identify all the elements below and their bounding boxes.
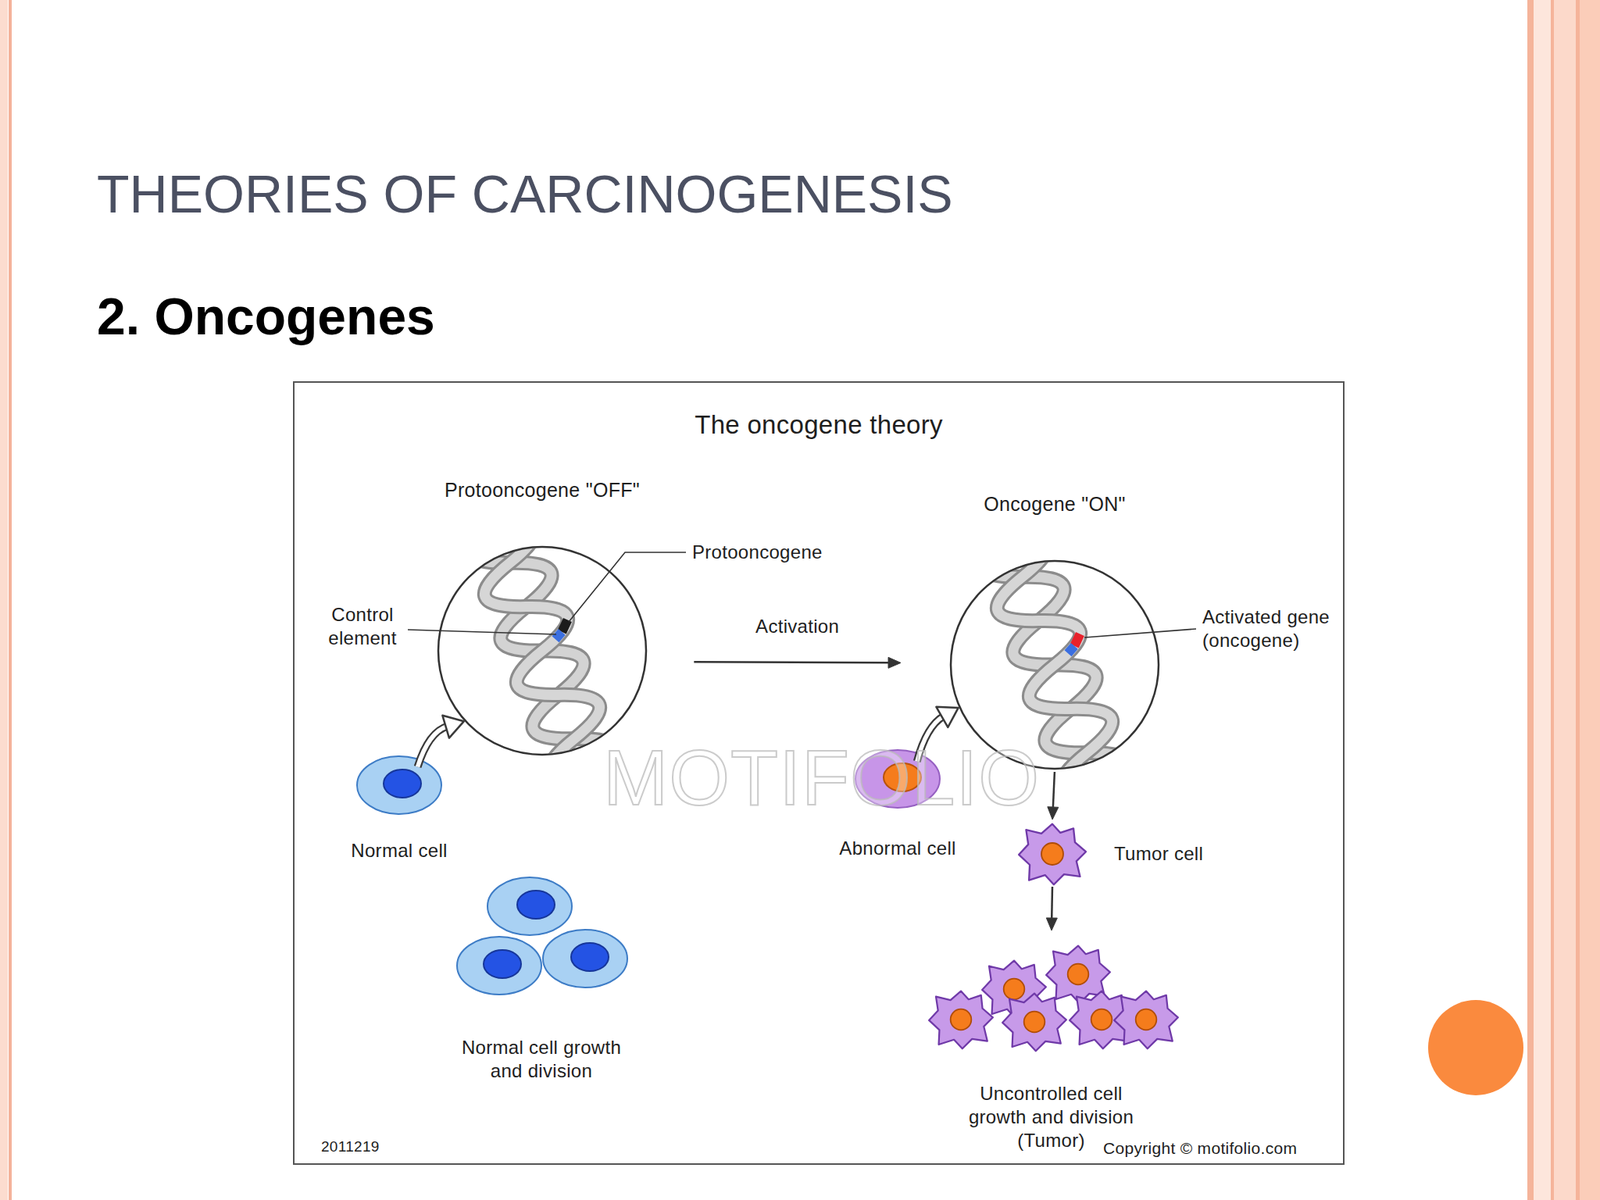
cell-nucleus <box>383 769 422 798</box>
border-band <box>1533 0 1551 1200</box>
part-name: Protooncogene <box>692 540 823 565</box>
tumor-mass: Uncontrolled cell growth and division (T… <box>925 950 1178 1054</box>
tumor-cell <box>1018 824 1086 885</box>
callout-shaft <box>417 726 448 768</box>
cell-membrane <box>855 750 940 808</box>
border-line <box>1575 0 1580 1200</box>
figure-frame: The oncogene theoryProtooncogene "OFF" On… <box>292 381 1345 1165</box>
slide-title: THEORIES OF CARCINOGENESIS <box>96 167 954 221</box>
normal-cell-group: Normal cell growth and division <box>453 875 629 997</box>
arrow-line <box>693 661 890 663</box>
cell-membrane <box>487 877 572 936</box>
part-name: Activated gene (oncogene) <box>1202 605 1337 653</box>
dna-helix <box>957 476 1153 854</box>
zoom-circle <box>949 559 1161 771</box>
cell-nucleus <box>571 942 609 972</box>
part-name: Control element <box>323 603 402 650</box>
helix-strand-outline <box>957 476 1153 854</box>
helix-strand-outline <box>445 462 640 840</box>
cell-nucleus <box>483 950 522 979</box>
control-element-segment <box>553 632 564 640</box>
callout-shaft <box>917 716 944 762</box>
helix-strand <box>445 462 640 840</box>
cell-label: Abnormal cell <box>839 836 956 861</box>
arrow-head <box>888 657 901 668</box>
cell-nucleus <box>517 890 555 919</box>
zoom-circle: Protooncogene "OFF" <box>436 545 648 757</box>
border-line <box>1550 0 1554 1200</box>
arrow-head <box>442 715 464 739</box>
cell-membrane <box>457 936 542 995</box>
callout-shaft-outline <box>417 726 448 768</box>
abnormal-cell: Abnormal cell <box>853 748 942 810</box>
dna-helix <box>445 462 640 840</box>
gene-segment <box>558 620 571 633</box>
normal-cells-drawing <box>453 875 629 997</box>
border-line <box>1527 0 1534 1200</box>
arrow-head <box>1047 807 1059 820</box>
normal-cell-drawing <box>355 754 443 816</box>
cell-membrane <box>542 929 628 988</box>
tumor-cell <box>1002 993 1067 1052</box>
abnormal-cell-drawing <box>853 748 942 810</box>
arrow-head <box>935 707 958 728</box>
circle-outline <box>438 546 647 755</box>
helix-strand-outline <box>957 476 1153 854</box>
flow-arrow <box>1046 886 1058 931</box>
callout-arrow <box>917 707 959 762</box>
callout-arrow <box>417 715 465 768</box>
gene-segment <box>1071 634 1083 647</box>
cell-nucleus <box>883 763 922 792</box>
connector-layer <box>294 382 1343 1164</box>
cell-label: Normal cell growth and division <box>443 1035 640 1083</box>
helix-strand <box>957 476 1153 854</box>
helix-strand <box>957 476 1153 854</box>
tumor-cell <box>928 991 993 1050</box>
zoom-circle: Oncogene "ON" <box>949 559 1161 771</box>
border-band <box>1553 0 1576 1200</box>
helix-strand-outline <box>445 462 640 840</box>
cell-label: Tumor cell <box>1114 842 1204 866</box>
border-band <box>0 0 8 1200</box>
border-band <box>1579 0 1600 1200</box>
circle-outline <box>950 560 1159 769</box>
arrow-head <box>1046 917 1058 931</box>
circle-heading: Oncogene "ON" <box>983 492 1125 517</box>
arrow-line <box>1050 886 1054 920</box>
arrow-line <box>1053 771 1055 809</box>
helix-strand <box>445 462 640 840</box>
cell-label: Normal cell <box>350 839 447 863</box>
tumor-cell: Tumor cell <box>1015 821 1090 887</box>
edge-label: Activation <box>755 614 840 639</box>
figure-title: The oncogene theory <box>294 408 1343 441</box>
tumor-cell-drawing <box>1015 821 1090 887</box>
circle-heading: Protooncogene "OFF" <box>444 478 640 503</box>
border-line <box>8 0 12 1200</box>
orange-dot <box>1428 1000 1524 1096</box>
normal-cell: Normal cell <box>355 754 443 816</box>
flow-arrow <box>1047 771 1059 820</box>
tumor-cell <box>1114 991 1179 1050</box>
control-element-segment <box>1066 646 1076 654</box>
flow-arrow <box>693 657 901 668</box>
tumor-mass-drawing <box>925 950 1178 1054</box>
callout-shaft-outline <box>917 716 944 762</box>
section-heading: 2. Oncogenes <box>96 290 436 343</box>
cell-membrane <box>357 756 442 815</box>
figure-id: 2011219 <box>321 1137 380 1157</box>
copyright-note: Copyright © motifolio.com <box>1103 1138 1297 1159</box>
zoom-circle <box>436 545 648 757</box>
watermark: MOTIFOLIO <box>603 738 1040 817</box>
